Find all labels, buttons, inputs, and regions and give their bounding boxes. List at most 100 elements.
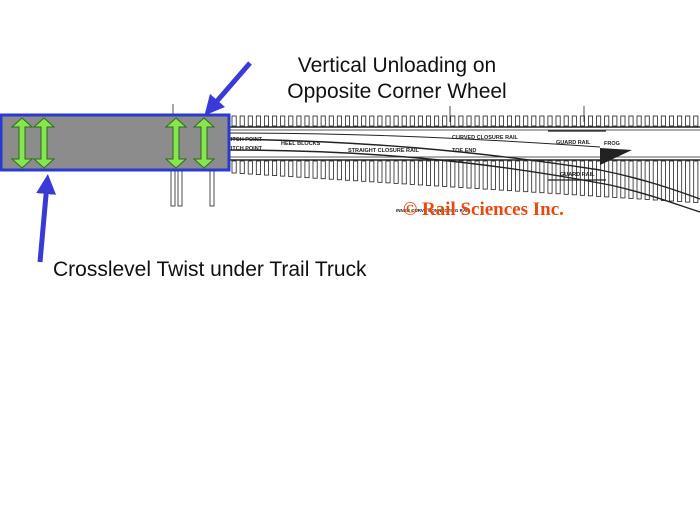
crosstie [320, 115, 326, 127]
crosstie [255, 115, 261, 127]
crosstie [685, 115, 691, 127]
crosstie [328, 115, 334, 127]
crosstie [474, 160, 480, 189]
crosstie [442, 160, 448, 187]
crosstie [693, 115, 699, 127]
crosstie [425, 115, 431, 127]
crosstie [466, 115, 472, 127]
crosstie [458, 160, 464, 188]
crosstie [506, 160, 512, 192]
pointer-arrow-vertical-unloading [204, 61, 252, 116]
pointer-arrow-crosslevel-twist [36, 174, 57, 263]
crosstie [328, 160, 334, 180]
crosstie [288, 115, 294, 127]
crosstie [417, 115, 423, 127]
crosstie [669, 115, 675, 127]
callout-vertical-unloading: Vertical Unloading on Opposite Corner Wh… [262, 53, 532, 105]
crosstie [425, 160, 431, 186]
crossties-bottom [231, 160, 699, 203]
crosstie [620, 115, 626, 127]
crosstie [344, 160, 350, 181]
crosstie [393, 115, 399, 127]
crosstie [344, 115, 350, 127]
crosstie [571, 115, 577, 127]
crosstie [377, 115, 383, 127]
crosstie [361, 115, 367, 127]
crosstie [247, 160, 253, 175]
crosstie [604, 115, 610, 127]
crosstie [280, 160, 286, 177]
crosstie [231, 115, 237, 127]
crosstie [409, 160, 415, 185]
crosstie [612, 115, 618, 127]
crosstie [547, 115, 553, 127]
crosstie [385, 115, 391, 127]
crosstie [669, 160, 675, 202]
crosstie [482, 160, 488, 190]
curved-closure-rail [227, 138, 700, 200]
railcar-rectangle [0, 113, 231, 172]
crosstie [353, 115, 359, 127]
rail-end [170, 169, 176, 207]
crosstie [288, 160, 294, 178]
crosstie [239, 160, 245, 174]
label-curved-closure-rail: CURVED CLOSURE RAIL [452, 135, 519, 141]
crosstie [304, 160, 310, 179]
rail-end [177, 169, 183, 207]
crosstie [685, 160, 691, 203]
crosstie [434, 160, 440, 187]
label-switch-point: SWITCH POINT [222, 137, 263, 143]
crosstie [660, 160, 666, 201]
crosstie [296, 115, 302, 127]
crosstie [401, 115, 407, 127]
crosstie [409, 115, 415, 127]
crosstie [255, 160, 261, 175]
crosstie [628, 160, 634, 199]
crosstie [693, 160, 699, 203]
crosstie [434, 115, 440, 127]
wheel-double-arrow-icon [32, 117, 56, 169]
crosstie [596, 115, 602, 127]
crosstie [393, 160, 399, 184]
crosstie [361, 160, 367, 182]
crosstie [336, 160, 342, 181]
callout-vertical-line1: Vertical Unloading on [297, 54, 497, 77]
crosstie [555, 115, 561, 127]
crosstie [401, 160, 407, 185]
crosstie [644, 115, 650, 127]
crosstie [320, 160, 326, 180]
crosstie [515, 160, 521, 192]
crosstie [458, 115, 464, 127]
label-toe-end: TOE END [452, 148, 476, 154]
rail-end [209, 169, 215, 207]
crosstie [620, 160, 626, 199]
crosstie [247, 115, 253, 127]
crosstie [450, 115, 456, 127]
crosstie [482, 115, 488, 127]
crosstie [531, 115, 537, 127]
label-frog: FROG [604, 141, 620, 147]
crosstie [369, 160, 375, 183]
crosstie [652, 115, 658, 127]
crosstie [596, 160, 602, 197]
label-switch-point-2: SWITCH POINT [222, 146, 263, 152]
crosstie [263, 115, 269, 127]
crosstie [377, 160, 383, 183]
copyright-notice: © Rail Sciences Inc. [403, 199, 564, 220]
callout-vertical-line2: Opposite Corner Wheel [287, 80, 507, 103]
crosstie [555, 160, 561, 195]
crosstie [385, 160, 391, 184]
crosstie [531, 160, 537, 193]
crosstie [588, 160, 594, 197]
crosstie [539, 115, 545, 127]
crosstie [312, 160, 318, 179]
crosstie [636, 115, 642, 127]
crosstie [272, 115, 278, 127]
crosstie [539, 160, 545, 194]
crosstie [304, 115, 310, 127]
crosstie [523, 160, 529, 193]
callout-crosslevel-twist: Crosslevel Twist under Trail Truck [53, 258, 367, 281]
crosstie [466, 160, 472, 189]
rail-ends-left [170, 169, 215, 207]
crosstie [498, 115, 504, 127]
